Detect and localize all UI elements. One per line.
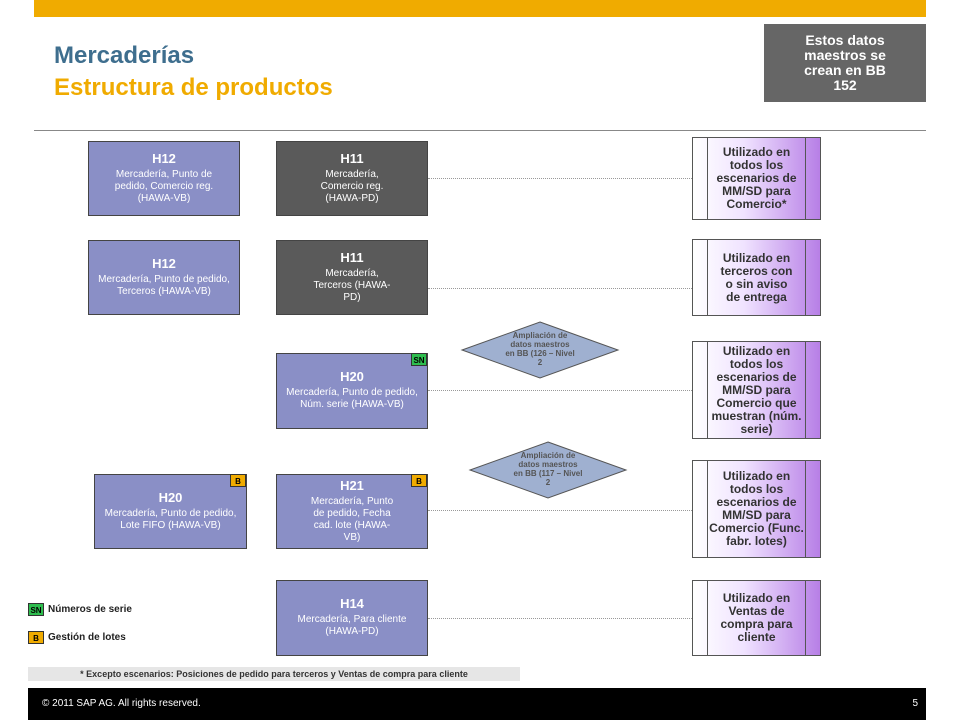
product-code: H20 [158, 489, 183, 505]
batch-badge: B [411, 474, 427, 487]
product-box-h12-commerce: H12 Mercadería, Punto de pedido, Comerci… [88, 141, 240, 216]
connector-line [428, 510, 692, 511]
legend-serial-badge: SN [28, 603, 44, 616]
connector-line [428, 178, 692, 179]
product-code: H21 [340, 477, 364, 493]
product-code: H12 [152, 255, 176, 271]
usage-box-batch: Utilizado en todos los escenarios de MM/… [692, 460, 821, 558]
legend-serial-label: Números de serie [48, 604, 132, 615]
batch-badge: B [230, 474, 246, 487]
serial-number-badge: SN [411, 353, 427, 366]
product-desc: Mercadería, Punto de pedido, Terceros (H… [98, 273, 230, 297]
product-desc: Mercadería, Punto de pedido, Comercio re… [114, 168, 214, 204]
legend-batch-label: Gestión de lotes [48, 632, 126, 643]
connector-line [428, 618, 692, 619]
usage-box-third-party: Utilizado en terceros con o sin aviso de… [692, 239, 821, 316]
product-desc: Mercadería, Punto de pedido, Lote FIFO (… [104, 507, 237, 531]
product-box-h12-third-party: H12 Mercadería, Punto de pedido, Tercero… [88, 240, 240, 315]
footnote: * Excepto escenarios: Posiciones de pedi… [28, 667, 520, 681]
product-desc: Mercadería, Comercio reg. (HAWA-PD) [320, 168, 384, 204]
product-box-h21-batch-expiry: H21 Mercadería, Punto de pedido, Fecha c… [276, 474, 428, 549]
product-desc: Mercadería, Terceros (HAWA-PD) [313, 267, 391, 303]
product-code: H11 [340, 150, 364, 166]
product-box-h11-commerce: H11 Mercadería, Comercio reg. (HAWA-PD) [276, 141, 428, 216]
connector-line [428, 288, 692, 289]
product-box-h20-batch: H20 Mercadería, Punto de pedido, Lote FI… [94, 474, 247, 549]
page-subtitle: Estructura de productos [54, 74, 333, 101]
product-desc: Mercadería, Para cliente (HAWA-PD) [297, 614, 407, 637]
product-box-h11-third-party: H11 Mercadería, Terceros (HAWA-PD) [276, 240, 428, 315]
legend-batch-badge: B [28, 631, 44, 644]
product-desc: Mercadería, Punto de pedido, Fecha cad. … [310, 495, 394, 543]
product-box-h20-serial: H20 Mercadería, Punto de pedido, Núm. se… [276, 353, 428, 429]
product-code: H20 [340, 369, 364, 384]
usage-box-customer: Utilizado en Ventas de compra para clien… [692, 580, 821, 656]
extension-diamond-117 [468, 441, 628, 499]
footer-bar: © 2011 SAP AG. All rights reserved. 5 [28, 688, 926, 720]
master-data-note: Estos datos maestros se crean en BB 152 [764, 24, 926, 102]
page-number: 5 [912, 698, 918, 709]
usage-box-serial: Utilizado en todos los escenarios de MM/… [692, 341, 821, 439]
product-code: H11 [340, 249, 364, 265]
copyright-text: © 2011 SAP AG. All rights reserved. [42, 698, 201, 709]
diamond-label: Ampliación de datos maestros en BB (117 … [513, 451, 583, 487]
top-accent-bar [34, 0, 926, 17]
usage-box-commerce: Utilizado en todos los escenarios de MM/… [692, 137, 821, 220]
product-desc: Mercadería, Punto de pedido, Núm. serie … [286, 387, 418, 410]
title-divider [34, 130, 926, 131]
product-code: H14 [340, 596, 364, 611]
connector-line [428, 390, 692, 391]
product-box-h14-customer: H14 Mercadería, Para cliente (HAWA-PD) [276, 580, 428, 656]
product-code: H12 [152, 150, 176, 166]
diamond-label: Ampliación de datos maestros en BB (126 … [505, 331, 575, 367]
page-title: Mercaderías [54, 42, 195, 69]
extension-diamond-126 [460, 321, 620, 379]
